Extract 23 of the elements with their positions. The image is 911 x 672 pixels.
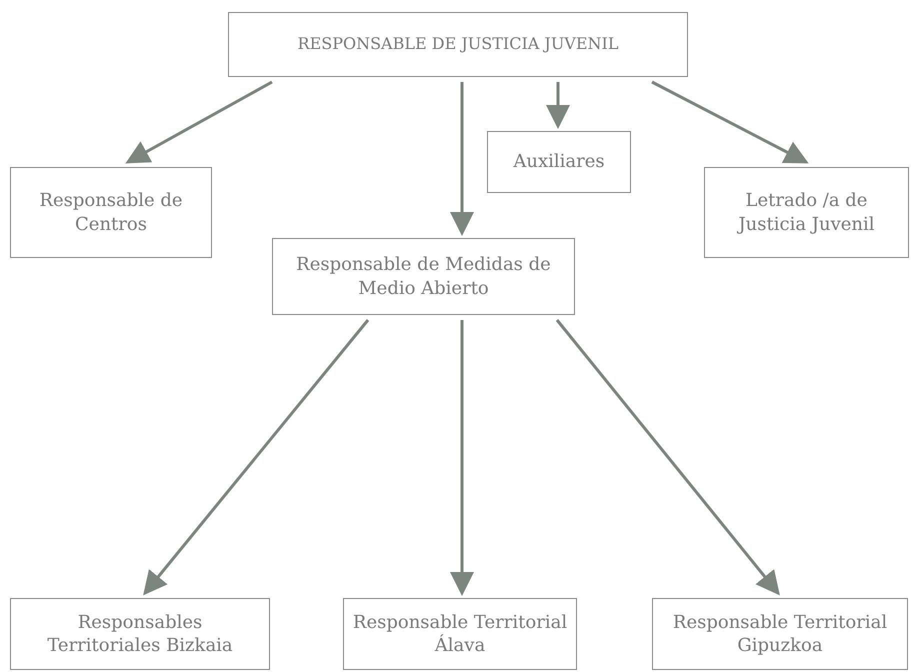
org-box — [272, 238, 575, 315]
org-box — [704, 167, 909, 258]
arrow — [450, 82, 474, 236]
role-title: Responsable de Medidas de Medio Abierto — [295, 253, 552, 300]
org-box — [10, 167, 212, 258]
org-box — [228, 12, 688, 77]
role-title: Responsable Territorial Gipuzkoa — [672, 610, 888, 658]
org-box — [487, 131, 631, 193]
arrow — [651, 80, 809, 164]
org-box — [343, 598, 577, 670]
role-title: Auxiliares — [513, 150, 605, 174]
org-box — [10, 598, 270, 670]
role-title: Responsable Territorial Álava — [352, 610, 568, 658]
role-title: Responsable de Centros — [38, 189, 184, 236]
role-title: Responsables Territoriales Bizkaia — [46, 610, 234, 658]
arrow — [143, 319, 370, 596]
arrow — [125, 80, 273, 164]
role-title: Letrado /a de Justicia Juvenil — [736, 189, 876, 236]
arrow — [450, 320, 474, 596]
role-title: RESPONSABLE DE JUSTICIA JUVENIL — [298, 34, 618, 55]
arrow — [546, 82, 570, 129]
org-box — [652, 598, 908, 670]
arrow — [556, 319, 780, 596]
